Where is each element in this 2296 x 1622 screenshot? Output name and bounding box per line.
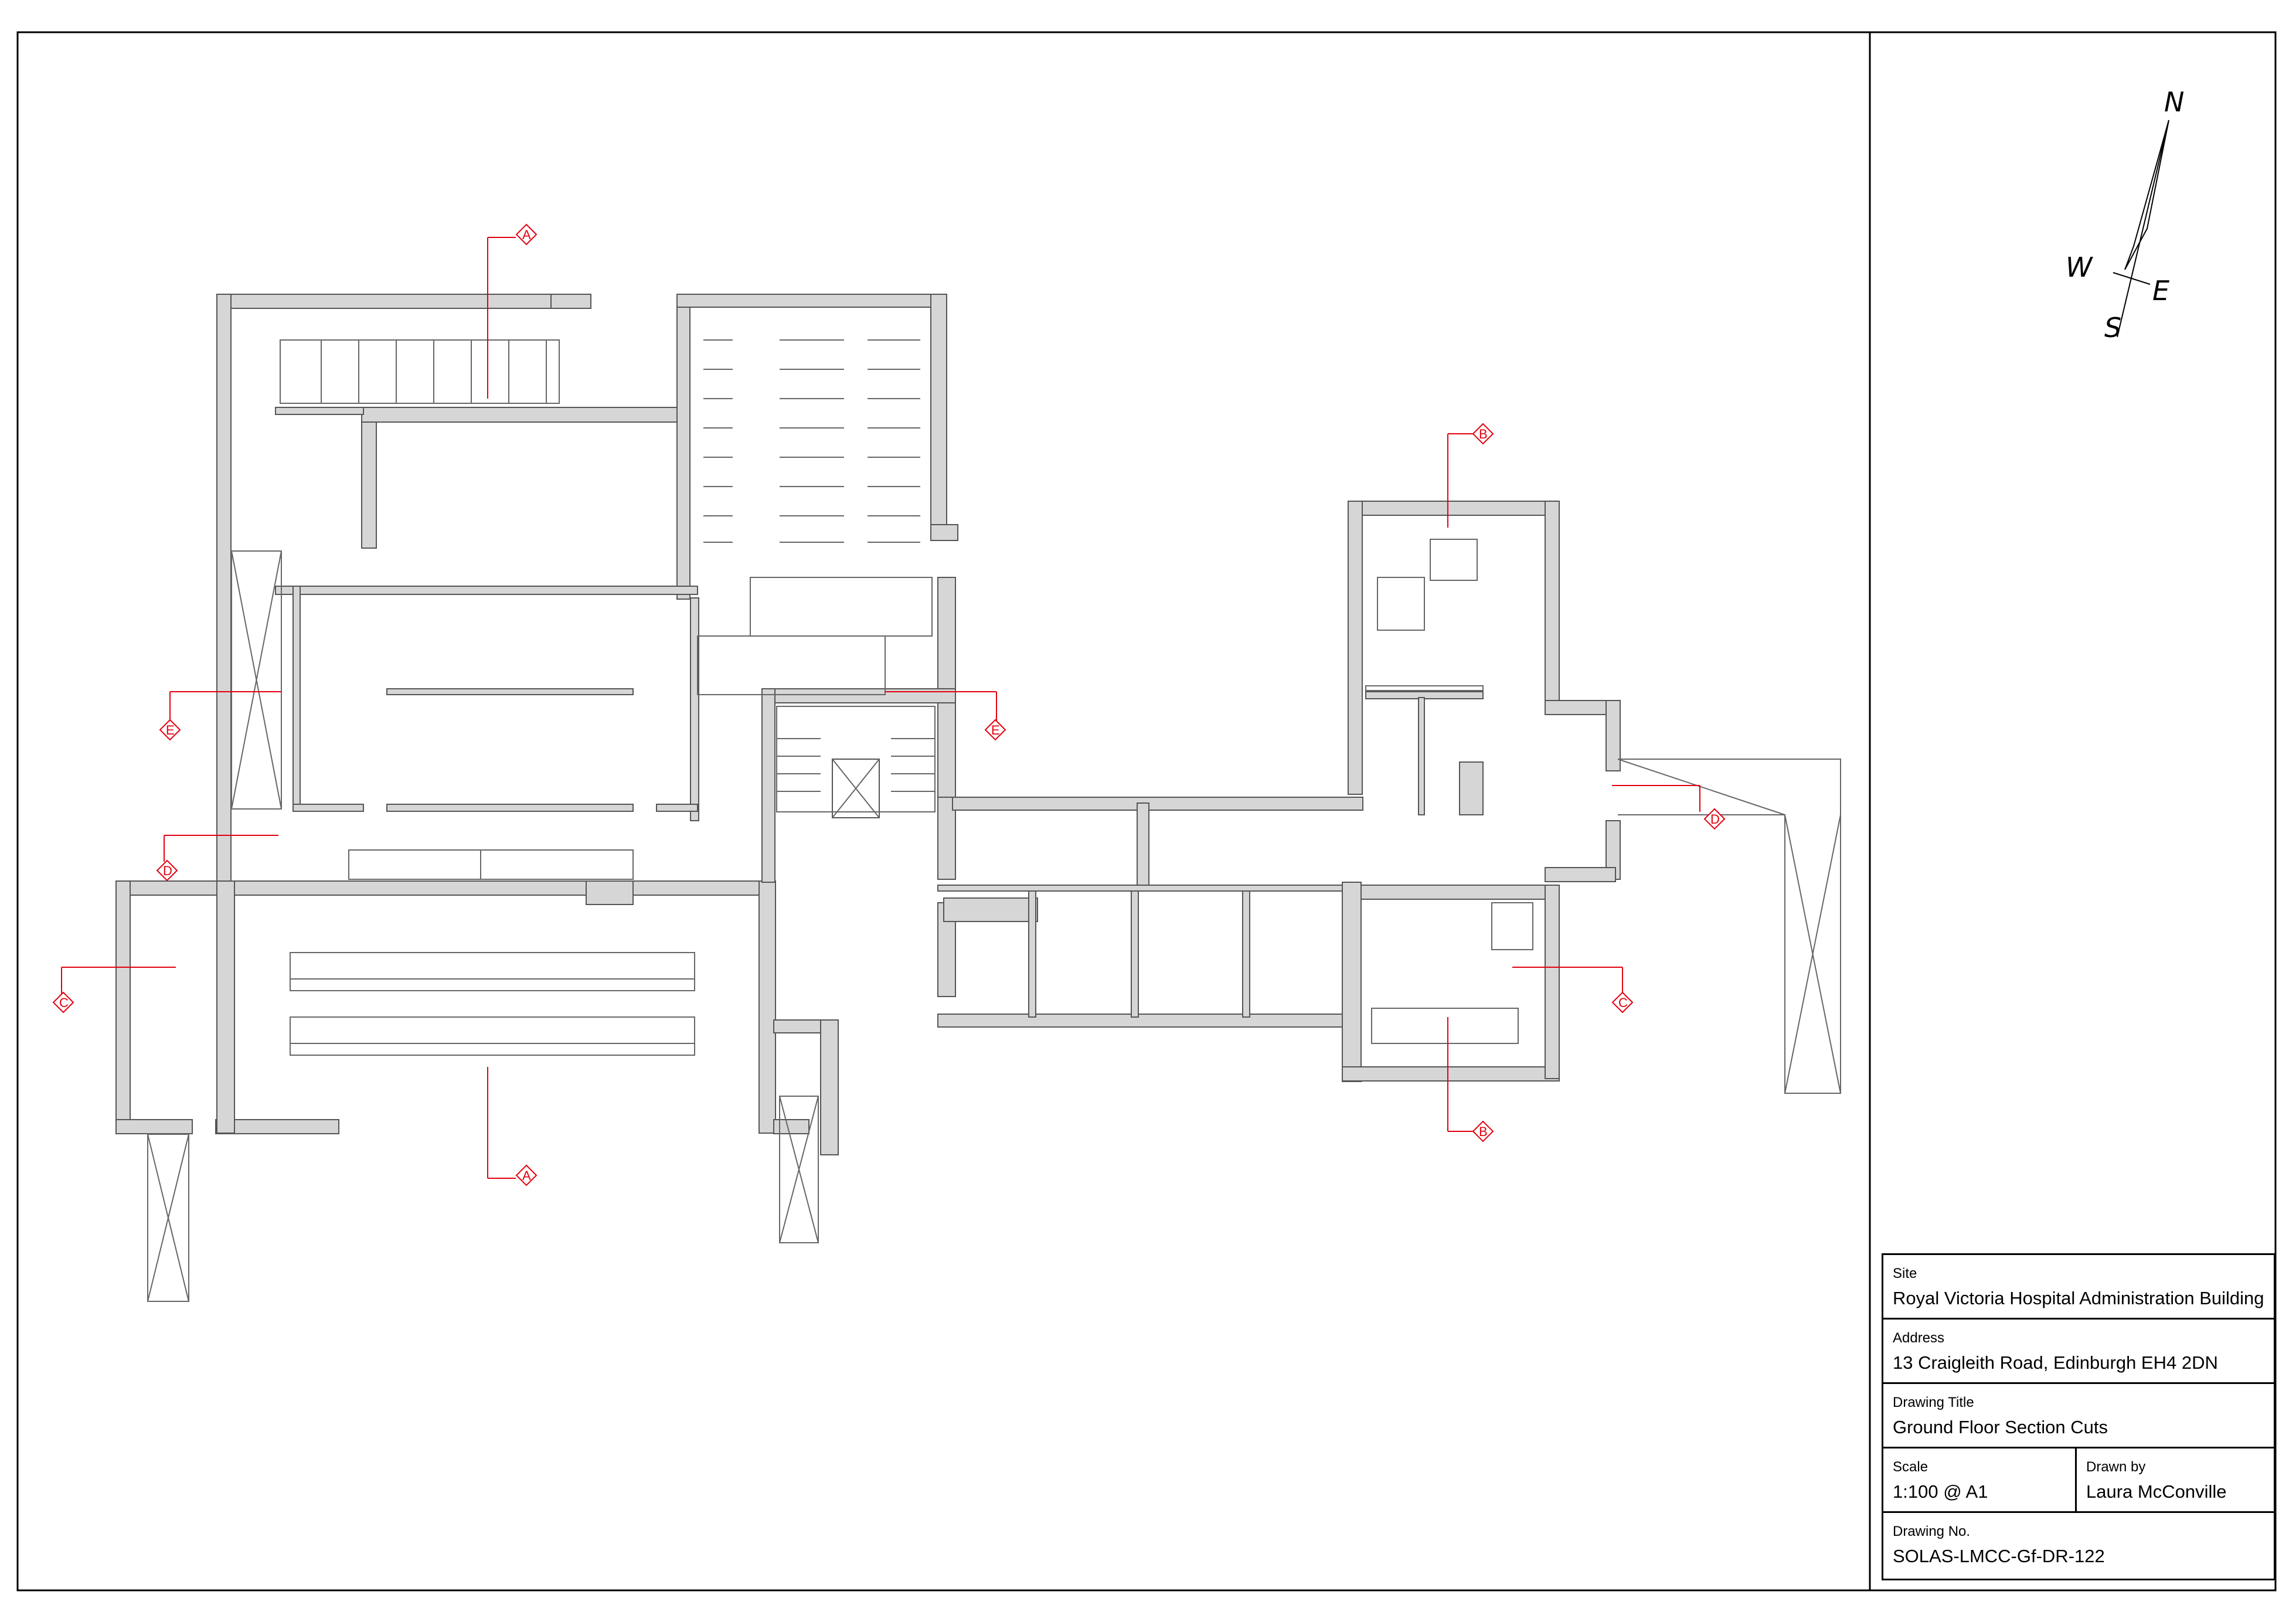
drawing-no-value: SOLAS-LMCC-Gf-DR-122 [1893, 1546, 2105, 1566]
sheet-border [16, 31, 2277, 1592]
section-marker-c-right: C [1611, 991, 1634, 1014]
address-value: 13 Craigleith Road, Edinburgh EH4 2DN [1893, 1352, 2218, 1373]
building-walls [115, 294, 1621, 1155]
svg-text:B: B [1479, 427, 1488, 441]
section-cut-lines [61, 237, 1700, 1179]
drawn-by-value: Laura McConville [2086, 1481, 2227, 1502]
section-marker-a-top: A [515, 223, 538, 246]
svg-text:D: D [1710, 812, 1720, 827]
svg-text:C: C [59, 995, 69, 1010]
drawing-title-value: Ground Floor Section Cuts [1893, 1417, 2108, 1437]
compass-east: E [2152, 275, 2169, 307]
drawn-by-label: Drawn by [2086, 1459, 2146, 1475]
section-marker-c-left: C [52, 991, 74, 1014]
drawing-no-label: Drawing No. [1893, 1524, 1971, 1539]
address-label: Address [1893, 1330, 1945, 1346]
svg-text:E: E [166, 723, 175, 737]
svg-text:B: B [1479, 1124, 1488, 1139]
title-block-drawing-title: Drawing Title Ground Floor Section Cuts [1883, 1384, 2274, 1448]
section-marker-b-bottom: B [1472, 1120, 1494, 1142]
svg-text:C: C [1618, 995, 1628, 1010]
north-arrow: N W E S [2066, 86, 2184, 344]
svg-text:E: E [991, 723, 1000, 737]
section-marker-d-left: D [156, 859, 178, 882]
title-block-drawing-no: Drawing No. SOLAS-LMCC-Gf-DR-122 [1883, 1513, 2274, 1579]
scale-label: Scale [1893, 1459, 1928, 1475]
section-marker-b-top: B [1472, 423, 1494, 445]
svg-text:A: A [522, 1168, 531, 1183]
section-marker-e-left: E [159, 719, 181, 741]
section-marker-d-right: D [1703, 808, 1726, 830]
section-marker-a-bottom: A [515, 1164, 538, 1186]
scale-value: 1:100 @ A1 [1893, 1481, 1988, 1502]
title-block-site: Site Royal Victoria Hospital Administrat… [1883, 1255, 2274, 1320]
title-block-drawn-by: Drawn by Laura McConville [2077, 1448, 2274, 1513]
title-block: Site Royal Victoria Hospital Administrat… [1882, 1253, 2275, 1580]
compass-west: W [2066, 251, 2093, 283]
svg-text:A: A [522, 227, 531, 242]
section-marker-e-right: E [984, 719, 1006, 741]
compass-north: N [2164, 86, 2184, 118]
compass-south: S [2104, 312, 2121, 344]
site-value: Royal Victoria Hospital Administration B… [1893, 1288, 2264, 1308]
interior-lines [147, 339, 1841, 1302]
title-block-scale: Scale 1:100 @ A1 [1883, 1448, 2077, 1513]
drawing-title-label: Drawing Title [1893, 1395, 1974, 1410]
title-block-address: Address 13 Craigleith Road, Edinburgh EH… [1883, 1320, 2274, 1384]
svg-text:D: D [163, 863, 172, 878]
site-label: Site [1893, 1266, 1917, 1281]
